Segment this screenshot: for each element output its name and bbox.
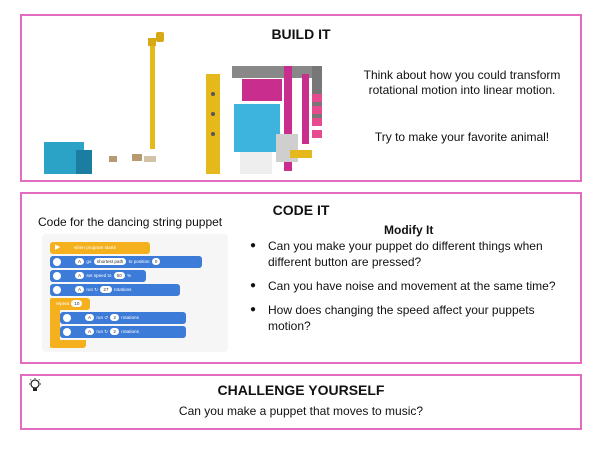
challenge-title: CHALLENGE YOURSELF <box>217 382 385 398</box>
modify-it-title: Modify It <box>384 223 434 237</box>
port-value: A <box>75 286 85 293</box>
port-value: A <box>85 328 95 335</box>
list-item: Can you make your puppet do different th… <box>250 238 570 270</box>
list-item: Can you have noise and movement at the s… <box>250 278 570 294</box>
speed-value: 50 <box>113 272 125 279</box>
block-text: rotations <box>121 329 139 334</box>
direction-value: shortest path <box>93 258 127 265</box>
repeat-count: 10 <box>71 300 83 307</box>
rotations-value: 2 <box>110 328 119 335</box>
code-blocks-image: ▶ when program starts A go shortest path… <box>42 234 228 352</box>
event-block-label: when program starts <box>74 245 116 250</box>
build-it-panel: BUILD IT Think about <box>20 14 582 182</box>
repeat-label: repeat <box>56 301 70 306</box>
block-text: % <box>127 273 132 278</box>
motor-icon <box>53 286 61 294</box>
modify-question-list: Can you make your puppet do different th… <box>250 238 570 342</box>
lego-parts-illustration <box>44 32 322 174</box>
code-caption: Code for the dancing string puppet <box>38 215 223 229</box>
list-item: How does changing the speed affect your … <box>250 302 570 334</box>
block-text: run <box>96 315 103 320</box>
motor-block-3: A run ↻ 27 rotations <box>50 284 180 296</box>
block-text: set speed to <box>86 273 112 278</box>
challenge-text: Can you make a puppet that moves to musi… <box>178 404 424 418</box>
block-text: run <box>86 287 93 292</box>
block-text: run <box>96 329 103 334</box>
position-value: 0 <box>151 258 161 265</box>
motor-block-1: A go shortest path to position 0 <box>50 256 202 268</box>
challenge-panel: CHALLENGE YOURSELF Can you make a puppet… <box>20 374 582 430</box>
block-text: rotations <box>121 315 139 320</box>
motor-block-5: A run ↻ 2 rotations <box>60 326 186 338</box>
motor-icon <box>53 272 61 280</box>
rotations-value: 27 <box>100 286 112 293</box>
rotate-icon: ↺ <box>104 315 109 320</box>
motor-icon <box>53 258 61 266</box>
block-text: go <box>86 259 92 264</box>
rotate-icon: ↻ <box>94 287 99 292</box>
block-text: to position <box>128 259 150 264</box>
motor-icon <box>63 328 71 336</box>
motor-icon <box>63 314 71 322</box>
lightbulb-icon <box>29 378 41 391</box>
build-favorite-animal-text: Try to make your favorite animal! <box>374 130 550 144</box>
repeat-block-foot <box>50 340 86 348</box>
code-it-panel: CODE IT Code for the dancing string pupp… <box>20 192 582 364</box>
block-text: rotations <box>113 287 132 292</box>
code-it-title: CODE IT <box>272 202 330 218</box>
motor-block-2: A set speed to 50 % <box>50 270 146 282</box>
flag-icon: ▶ <box>55 244 61 251</box>
port-value: A <box>75 272 85 279</box>
build-prompt-text: Think about how you could transform rota… <box>363 68 561 97</box>
rotations-value: 2 <box>110 314 119 321</box>
port-value: A <box>75 258 85 265</box>
port-value: A <box>85 314 95 321</box>
repeat-block-arm <box>50 298 60 348</box>
repeat-block: repeat 10 <box>50 298 90 310</box>
motor-block-4: A run ↺ 2 rotations <box>60 312 186 324</box>
rotate-icon: ↻ <box>104 329 109 334</box>
event-block: ▶ when program starts <box>50 242 150 254</box>
build-it-title: BUILD IT <box>271 26 331 42</box>
